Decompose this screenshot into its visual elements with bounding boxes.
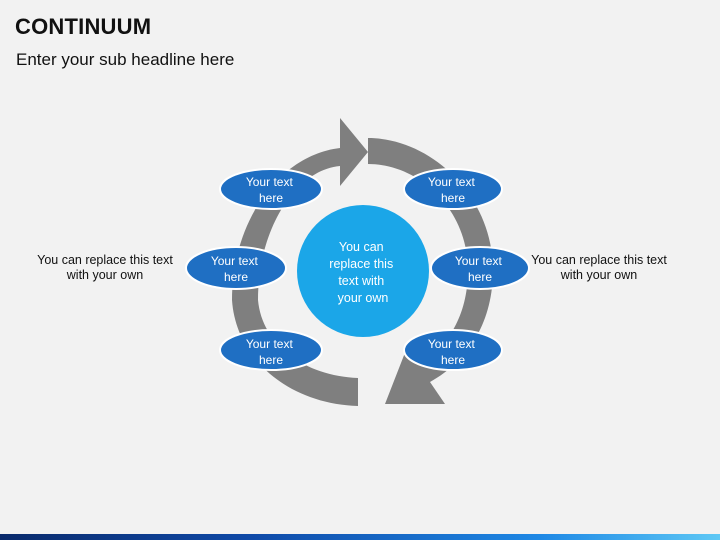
bottom-accent-bar [0,534,720,540]
svg-text:Your text here: Your text here [211,254,261,284]
slide-title: CONTINUUM [15,14,152,39]
node-top-right: Your text here [403,168,503,210]
center-circle [297,205,429,337]
node-middle-left: Your text here [185,246,287,290]
svg-text:Your text here: Your text here [246,175,296,205]
node-bottom-left: Your text here [219,329,323,371]
svg-text:Your text here: Your text here [428,337,478,367]
side-text-left: You can replace this text with your own [37,253,173,282]
svg-text:Your text here: Your text here [246,337,296,367]
center-text: You can replace this text with your own [329,240,396,305]
node-middle-right: Your text here [430,246,530,290]
arrow-top-segment [232,118,368,300]
svg-text:Your text here: Your text here [428,175,478,205]
svg-text:Your text here: Your text here [455,254,505,284]
slide-subtitle: Enter your sub headline here [16,50,235,69]
node-top-left: Your text here [219,168,323,210]
node-bottom-right: Your text here [403,329,503,371]
arrow-bottom-segment [232,300,358,406]
side-text-right: You can replace this text with your own [531,253,667,282]
